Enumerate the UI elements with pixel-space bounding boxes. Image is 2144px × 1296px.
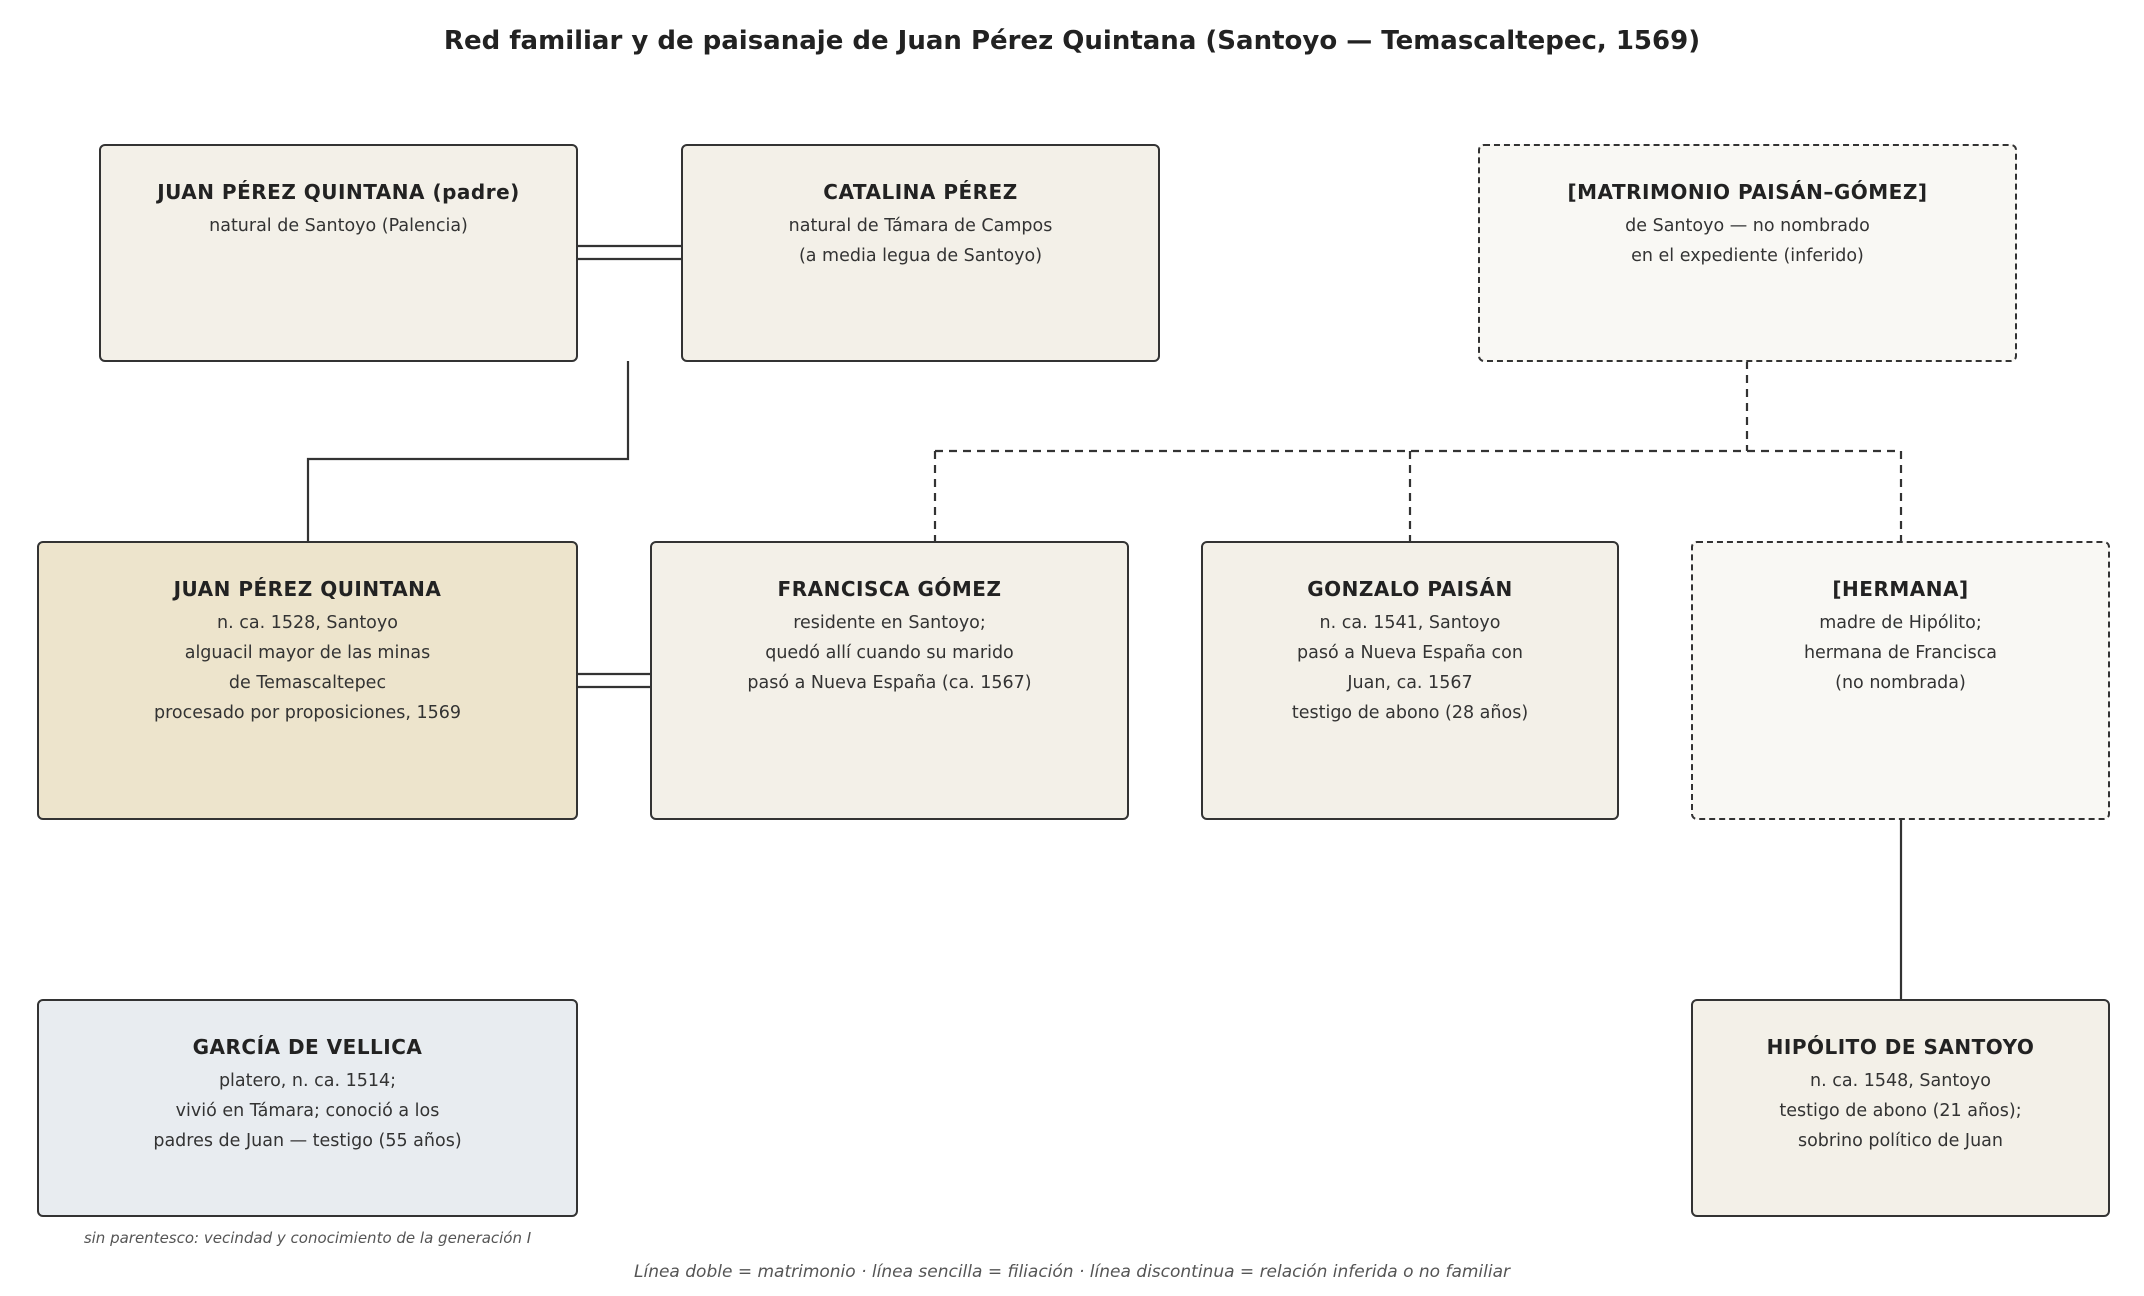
node-catalina-perez: CATALINA PÉREZ natural de Támara de Camp… bbox=[681, 144, 1160, 362]
node-name: [MATRIMONIO PAISÁN–GÓMEZ] bbox=[1567, 180, 1928, 204]
node-juan-perez-quintana: JUAN PÉREZ QUINTANA n. ca. 1528, Santoyo… bbox=[37, 541, 578, 820]
node-garcia-de-vellica: GARCÍA DE VELLICA platero, n. ca. 1514; … bbox=[37, 999, 578, 1217]
node-detail: madre de Hipólito; bbox=[1819, 613, 1982, 633]
node-matrimonio-paisan-gomez: [MATRIMONIO PAISÁN–GÓMEZ] de Santoyo — n… bbox=[1478, 144, 2017, 362]
node-detail: n. ca. 1541, Santoyo bbox=[1319, 613, 1501, 633]
node-detail: residente en Santoyo; bbox=[793, 613, 986, 633]
node-detail: (no nombrada) bbox=[1835, 673, 1966, 693]
node-detail: sobrino político de Juan bbox=[1797, 1131, 2003, 1151]
node-gonzalo-paisan: GONZALO PAISÁN n. ca. 1541, Santoyo pasó… bbox=[1201, 541, 1619, 820]
node-detail: pasó a Nueva España con bbox=[1297, 643, 1523, 663]
node-detail: n. ca. 1548, Santoyo bbox=[1810, 1071, 1991, 1091]
node-detail: de Santoyo — no nombrado bbox=[1625, 216, 1870, 236]
node-detail: procesado por proposiciones, 1569 bbox=[153, 703, 462, 723]
node-name: JUAN PÉREZ QUINTANA bbox=[173, 577, 442, 601]
legend-text: Línea doble = matrimonio · línea sencill… bbox=[634, 1262, 1510, 1282]
node-name: FRANCISCA GÓMEZ bbox=[777, 577, 1002, 601]
node-hipolito-de-santoyo: HIPÓLITO DE SANTOYO n. ca. 1548, Santoyo… bbox=[1691, 999, 2110, 1217]
node-detail: n. ca. 1528, Santoyo bbox=[217, 613, 398, 633]
node-detail: padres de Juan — testigo (55 años) bbox=[153, 1131, 462, 1151]
node-detail: vivió en Támara; conoció a los bbox=[175, 1101, 440, 1121]
node-name: [HERMANA] bbox=[1832, 577, 1969, 601]
node-hermana: [HERMANA] madre de Hipólito; hermana de … bbox=[1691, 541, 2110, 820]
node-francisca-gomez: FRANCISCA GÓMEZ residente en Santoyo; qu… bbox=[650, 541, 1129, 820]
garcia-caption: sin parentesco: vecindad y conocimiento … bbox=[83, 1229, 532, 1247]
marriage-line-padre-catalina bbox=[576, 244, 681, 261]
node-detail: testigo de abono (28 años) bbox=[1291, 703, 1529, 723]
node-detail: platero, n. ca. 1514; bbox=[218, 1071, 397, 1091]
node-detail: en el expediente (inferido) bbox=[1631, 246, 1864, 266]
node-name: CATALINA PÉREZ bbox=[823, 180, 1018, 204]
node-name: GARCÍA DE VELLICA bbox=[192, 1035, 423, 1059]
node-juan-perez-quintana-padre: JUAN PÉREZ QUINTANA (padre) natural de S… bbox=[99, 144, 578, 362]
node-detail: quedó allí cuando su marido bbox=[765, 643, 1014, 663]
node-detail: hermana de Francisca bbox=[1803, 643, 1998, 663]
node-detail: (a media legua de Santoyo) bbox=[798, 246, 1043, 266]
node-detail: pasó a Nueva España (ca. 1567) bbox=[747, 673, 1032, 693]
marriage-line-juan-francisca bbox=[576, 672, 651, 689]
node-name: JUAN PÉREZ QUINTANA (padre) bbox=[157, 180, 520, 204]
node-detail: natural de Támara de Campos bbox=[788, 216, 1053, 236]
inferred-line-matrimonio-children bbox=[933, 361, 1903, 542]
node-detail: alguacil mayor de las minas bbox=[184, 643, 431, 663]
node-detail: testigo de abono (21 años); bbox=[1779, 1101, 2022, 1121]
node-name: GONZALO PAISÁN bbox=[1307, 577, 1513, 601]
node-name: HIPÓLITO DE SANTOYO bbox=[1766, 1035, 2035, 1059]
filiation-line-parents-juan bbox=[306, 361, 630, 542]
node-detail: Juan, ca. 1567 bbox=[1347, 673, 1473, 693]
node-detail: natural de Santoyo (Palencia) bbox=[209, 216, 468, 236]
node-detail: de Temascaltepec bbox=[228, 673, 387, 693]
diagram-title: Red familiar y de paisanaje de Juan Pére… bbox=[443, 26, 1701, 56]
